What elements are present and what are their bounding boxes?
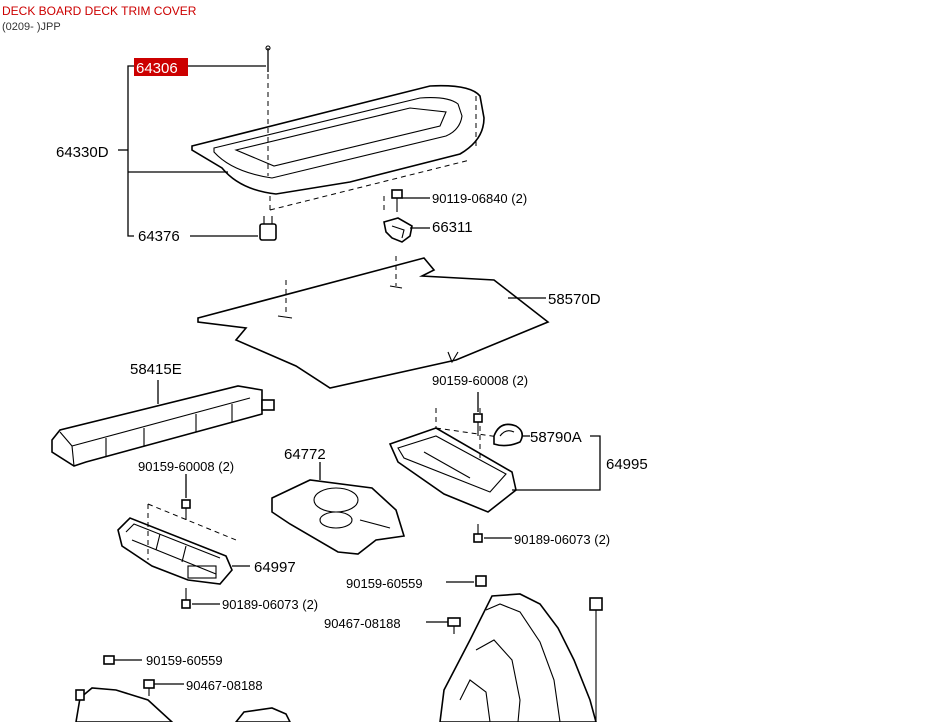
callout-64772[interactable]: 64772 (284, 446, 326, 463)
part-90119-bolt (391, 189, 403, 212)
callout-58790a[interactable]: 58790A (530, 429, 582, 446)
part-90467-clip-right (447, 617, 461, 634)
callout-64330d[interactable]: 64330D (56, 144, 109, 161)
callout-58415e[interactable]: 58415E (130, 361, 182, 378)
part-64997-box (117, 503, 237, 585)
callout-90467-right[interactable]: 90467-08188 (324, 616, 401, 631)
part-90467-clip-left (143, 679, 155, 696)
part-90159-bolt-left (181, 499, 191, 520)
callout-66311[interactable]: 66311 (432, 219, 473, 236)
callout-64306[interactable]: 64306 (136, 60, 178, 77)
part-90189-bolt-left (181, 588, 191, 609)
part-58570d-mat (197, 256, 550, 389)
callout-90159-upper[interactable]: 90159-60008 (2) (432, 373, 528, 388)
part-64306-pin (265, 45, 271, 176)
callout-90159-left[interactable]: 90159-60008 (2) (138, 459, 234, 474)
callout-90159-60559-right[interactable]: 90159-60559 (346, 576, 423, 591)
part-64330d-deck-board (191, 84, 485, 214)
highlight-box (134, 58, 188, 76)
diagram-title: DECK BOARD DECK TRIM COVER (2, 4, 197, 18)
part-90159-clip-left (103, 655, 115, 665)
part-90189-bolt-right (473, 524, 483, 543)
part-64376-clip (259, 216, 277, 241)
callout-58570d[interactable]: 58570D (548, 291, 601, 308)
part-58415e-tray (51, 385, 275, 467)
callout-90159-60559-left[interactable]: 90159-60559 (146, 653, 223, 668)
callout-90189-left[interactable]: 90189-06073 (2) (222, 597, 318, 612)
diagram-subtitle: (0209- )JPP (2, 21, 61, 33)
part-90159-clip-right (475, 575, 487, 587)
callout-90119[interactable]: 90119-06840 (2) (432, 191, 527, 206)
part-66311-bracket (383, 217, 413, 243)
part-left-trim (75, 687, 291, 722)
part-quarter-trim (439, 593, 603, 722)
part-90159-bolt-upper (473, 413, 483, 436)
callout-90189-right[interactable]: 90189-06073 (2) (514, 532, 610, 547)
callout-90467-left[interactable]: 90467-08188 (186, 678, 263, 693)
callout-64997[interactable]: 64997 (254, 559, 296, 576)
diagram-header: DECK BOARD DECK TRIM COVER (0209- )JPP (2, 4, 196, 34)
part-58790a-handle (493, 423, 524, 447)
callout-64376[interactable]: 64376 (138, 228, 180, 245)
part-64995-box (388, 408, 521, 513)
part-64772-tray (271, 479, 406, 555)
callout-64995[interactable]: 64995 (606, 456, 648, 473)
